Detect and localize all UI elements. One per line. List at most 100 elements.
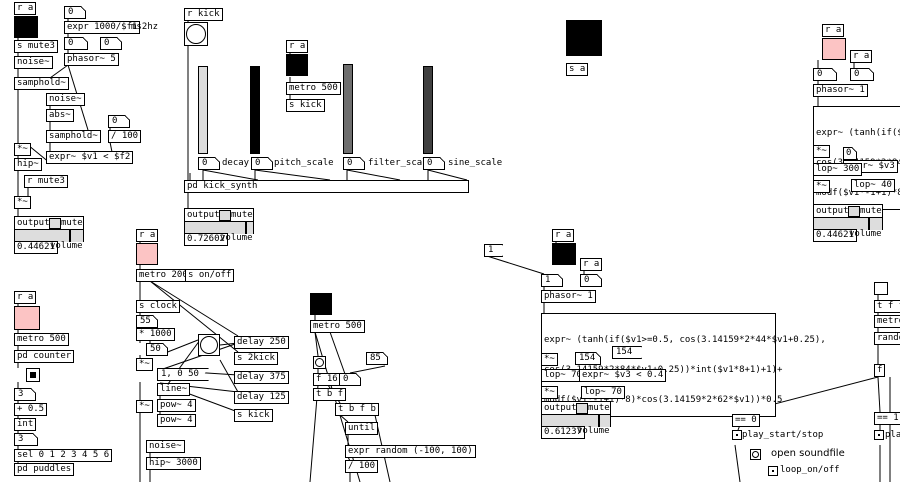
hip-object[interactable]: hip~ [14,158,42,171]
pd-counter-object[interactable]: pd counter [14,350,75,363]
sine-scale-slider[interactable] [423,66,433,154]
pow-object[interactable]: pow~ 4 [157,399,196,412]
lop-70-object[interactable]: lop~ 70 [581,386,625,399]
metro-2000-object[interactable]: metro 2000 [136,269,197,282]
multiply-signal-object-2[interactable]: *~ [541,386,558,399]
bang-object[interactable] [874,282,888,295]
pow-object-2[interactable]: pow~ 4 [157,414,196,427]
output-module[interactable]: output~ mute [14,216,84,242]
number-box[interactable]: 0 [580,274,602,287]
bang-button[interactable] [313,356,326,369]
samphold-object[interactable]: samphold~ [14,77,69,90]
receive-a-object[interactable]: r a [286,40,309,53]
metro-object[interactable]: metro [874,315,900,328]
number-box[interactable]: 3 [14,388,36,401]
int-object[interactable]: int [14,418,37,431]
mute-toggle[interactable] [848,206,860,217]
send-mute3-object[interactable]: s mute3 [14,40,58,53]
abs-object[interactable]: abs~ [46,109,74,122]
plus-object[interactable]: + 0.5 [14,403,48,416]
volume-number-box[interactable]: 0.44621 [813,229,857,242]
pink-bang-indicator[interactable] [822,38,846,60]
receive-a-object[interactable]: r a [136,229,159,242]
play-toggle-2[interactable] [874,430,884,440]
volume-number-box[interactable]: 0.72602 [184,233,228,246]
noise-object[interactable]: noise~ [146,440,185,453]
volume-slider[interactable] [15,229,83,242]
multiply-signal-object-2[interactable]: *~ [813,180,830,193]
multiply-signal-object-2[interactable]: *~ [136,400,153,413]
pink-bang-indicator[interactable] [136,243,158,265]
send-a-object[interactable]: s a [566,63,589,76]
loop-toggle[interactable] [768,466,778,476]
volume-slider[interactable] [814,217,882,230]
multiply-signal-object[interactable]: *~ [541,353,558,366]
delay-375-object[interactable]: delay 375 [234,371,289,384]
pitch-scale-slider[interactable] [250,66,260,154]
send-kick-object[interactable]: s kick [234,409,273,422]
multiply-signal-object-2[interactable]: *~ [14,196,31,209]
open-soundfile-bang[interactable] [750,449,761,460]
number-box[interactable]: 0 [100,37,122,50]
samphold-object-2[interactable]: samphold~ [46,130,101,143]
equals-0-object[interactable]: == 0 [732,414,760,427]
volume-number-box[interactable]: 0.44621 [14,241,58,254]
toggle[interactable] [26,368,40,382]
receive-a-object[interactable]: r a [822,24,845,37]
black-bang-indicator[interactable] [566,20,602,56]
phasor-object[interactable]: phasor~ 1 [541,290,596,303]
black-bang-indicator[interactable] [310,293,332,315]
number-box[interactable]: 85 [366,352,388,365]
receive-a-object-2[interactable]: r a [580,258,603,271]
play-toggle[interactable] [732,430,742,440]
multiply-signal-object[interactable]: *~ [813,145,830,158]
send-kick-object[interactable]: s kick [286,99,325,112]
until-object[interactable]: until [345,422,379,435]
number-box[interactable]: 3 [14,433,38,446]
filter-scale-slider[interactable] [343,64,353,154]
delay-125-object[interactable]: delay 125 [234,391,289,404]
kick-output-module[interactable]: output~ mute [184,208,254,234]
output-module[interactable]: output~ mute [813,204,883,230]
phasor-object[interactable]: phasor~ 5 [64,53,119,66]
receive-a-object[interactable]: r a [552,229,575,242]
lop-300-object[interactable]: lop~ 300 [813,163,863,176]
receive-a-object[interactable]: r a [14,2,37,15]
mute-toggle[interactable] [219,210,231,221]
mute-toggle[interactable] [576,403,588,414]
black-bang-indicator[interactable] [14,16,38,38]
expr-compare-object[interactable]: expr~ $v3 < 0.4 [579,369,667,382]
message-box[interactable]: 1 [484,244,503,257]
kick-bang-button[interactable] [184,22,208,46]
float-object[interactable]: f [874,364,886,377]
divide-100-object[interactable]: / 100 [108,130,142,143]
send-onoff-object[interactable]: s on/off [185,269,235,282]
multiply-signal-object[interactable]: *~ [14,143,31,156]
noise-object-2[interactable]: noise~ [46,93,85,106]
number-box[interactable]: 0 [813,68,837,81]
send-2kick-object[interactable]: s 2kick [234,352,278,365]
expr-ms-object[interactable]: expr 1000/$f1 [64,21,141,34]
pd-puddles-object[interactable]: pd puddles [14,463,75,476]
clock-bang-button[interactable] [198,334,220,356]
volume-slider[interactable] [185,221,253,234]
noise-object[interactable]: noise~ [14,56,53,69]
expr-random-object[interactable]: expr random (-100, 100) [345,445,476,458]
black-bang-indicator[interactable] [286,54,308,76]
metro-500-object[interactable]: metro 500 [14,333,69,346]
metro-500-object[interactable]: metro 500 [310,320,365,333]
number-box[interactable]: 0 [108,115,130,128]
pink-bang-indicator[interactable] [14,306,40,330]
output-module[interactable]: output~ mute [541,401,611,427]
random-object[interactable]: rando [874,332,900,345]
volume-slider[interactable] [542,414,610,427]
divide-100-object[interactable]: / 100 [345,460,379,473]
multiply-1000-object[interactable]: * 1000 [136,328,175,341]
number-box[interactable]: 0 [339,373,361,386]
number-box[interactable]: 0 [64,37,88,50]
pitch-scale-number[interactable]: 0 [251,157,273,170]
hip-3000-object[interactable]: hip~ 3000 [146,457,201,470]
trigger-tff-object[interactable]: t f f [874,300,900,313]
number-box[interactable]: 0 [64,6,86,19]
